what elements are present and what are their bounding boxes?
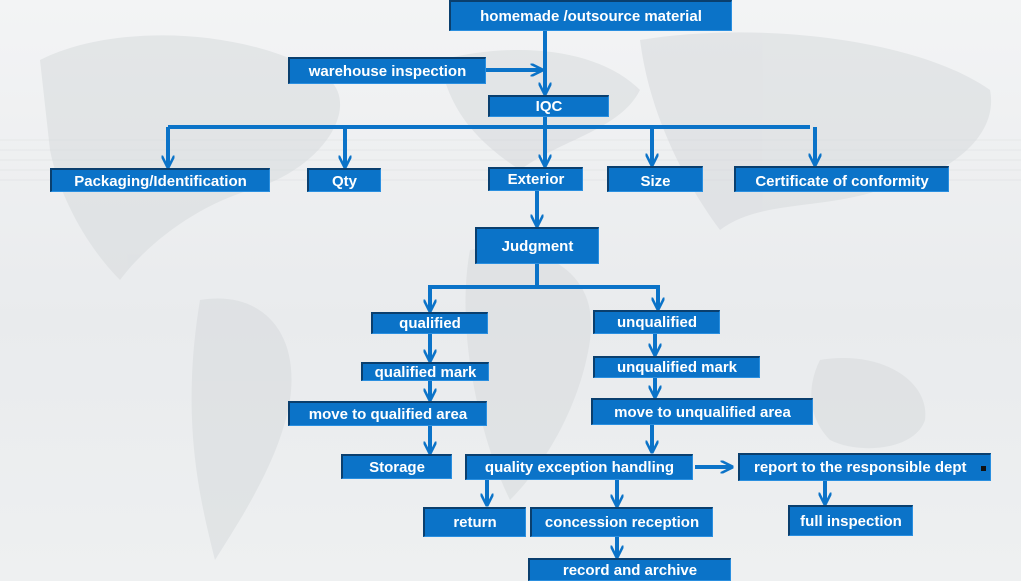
node-material: homemade /outsource material xyxy=(449,0,732,31)
node-quality-exception: quality exception handling xyxy=(465,454,693,480)
node-judgment: Judgment xyxy=(475,227,599,264)
node-warehouse-inspection: warehouse inspection xyxy=(288,57,486,84)
edge-judgment-split xyxy=(430,264,539,311)
node-qualified: qualified xyxy=(371,312,488,334)
period-mark xyxy=(981,466,986,471)
node-full-inspection: full inspection xyxy=(788,505,913,536)
node-move-unqualified: move to unqualified area xyxy=(591,398,813,425)
node-unqualified: unqualified xyxy=(593,310,720,334)
node-return: return xyxy=(423,507,526,537)
node-report-dept: report to the responsible dept xyxy=(738,453,991,481)
node-concession: concession reception xyxy=(530,507,713,537)
node-iqc: IQC xyxy=(488,95,609,117)
node-packaging: Packaging/Identification xyxy=(50,168,270,192)
node-record-archive: record and archive xyxy=(528,558,731,581)
node-exterior: Exterior xyxy=(488,167,583,191)
node-qualified-mark: qualified mark xyxy=(361,362,489,381)
node-qty: Qty xyxy=(307,168,381,192)
edge-judgment-unqualified xyxy=(537,285,658,309)
node-storage: Storage xyxy=(341,454,452,479)
node-move-qualified: move to qualified area xyxy=(288,401,487,426)
node-certificate: Certificate of conformity xyxy=(734,166,949,192)
node-unqualified-mark: unqualified mark xyxy=(593,356,760,378)
node-size: Size xyxy=(607,166,703,192)
